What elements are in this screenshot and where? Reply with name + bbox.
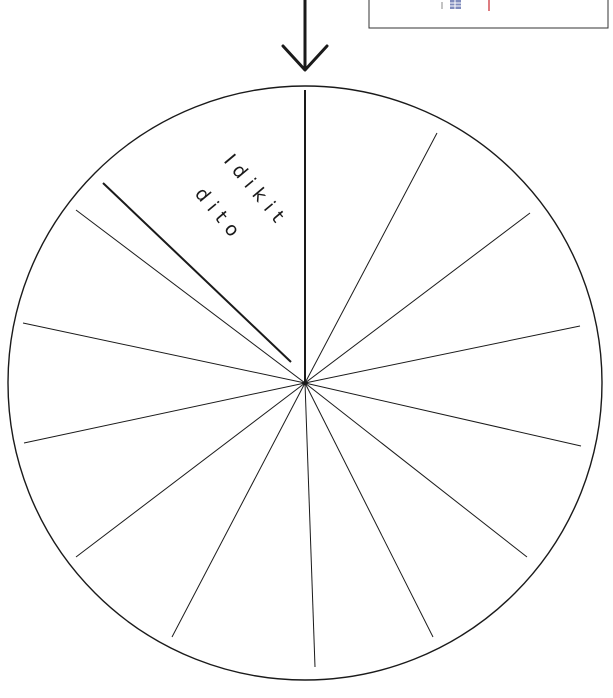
wheel-hub	[303, 381, 307, 385]
spinner-wheel[interactable]: Idikit dito	[8, 86, 602, 680]
corner-card	[369, 0, 608, 28]
arrow-down-icon	[283, 0, 327, 70]
